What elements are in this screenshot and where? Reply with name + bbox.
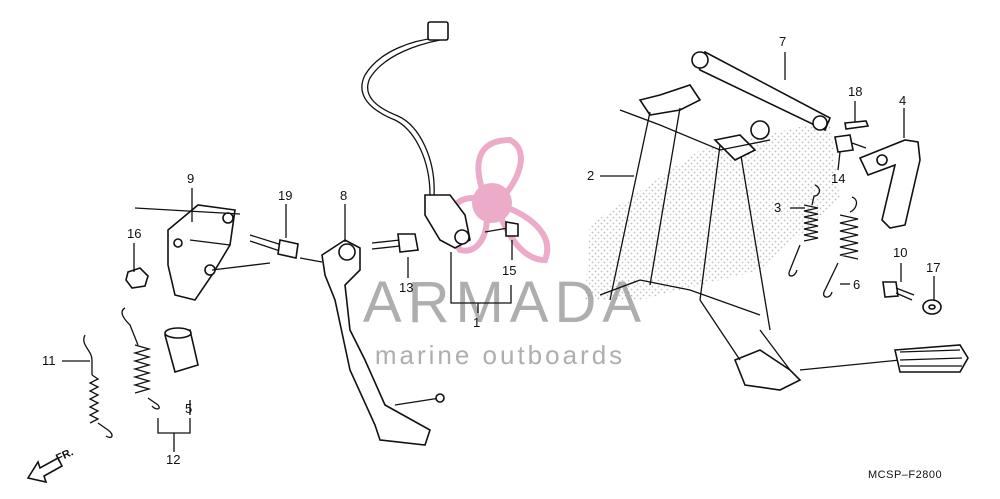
plate-part-4 (858, 139, 921, 229)
diagram-code: MCSP–F2800 (868, 469, 942, 481)
callout-6: 6 (853, 277, 860, 292)
callout-17: 17 (926, 260, 940, 275)
bolt-part-13 (371, 233, 419, 253)
callout-13: 13 (399, 280, 413, 295)
spring-part-11 (83, 334, 113, 439)
spring-part-12 (121, 307, 160, 410)
main-stand-part (599, 51, 969, 391)
callout-5: 5 (185, 401, 192, 416)
direction-label: FR. (54, 446, 75, 464)
callout-19: 19 (278, 188, 292, 203)
spring-part-3 (788, 184, 821, 277)
collar-part-5 (164, 327, 199, 374)
spring-part-6 (823, 196, 859, 298)
callout-12: 12 (166, 452, 180, 467)
bolt-part-19 (249, 234, 299, 259)
callout-2: 2 (587, 168, 594, 183)
washer-part-17 (922, 299, 942, 315)
callout-18: 18 (848, 84, 862, 99)
bracket-part (167, 204, 236, 301)
callout-4: 4 (899, 93, 906, 108)
bolt-part-10 (882, 281, 915, 301)
callout-11: 11 (42, 353, 56, 368)
callout-9: 9 (187, 171, 194, 186)
bolt-part-14 (834, 134, 867, 153)
callout-3: 3 (774, 200, 781, 215)
callout-16: 16 (127, 226, 141, 241)
callout-7: 7 (779, 34, 786, 49)
screw-part-15 (484, 221, 519, 237)
dotted-background-shape (585, 120, 840, 300)
side-stand-part (321, 239, 445, 446)
direction-arrow-icon (26, 456, 64, 484)
propeller-icon (446, 136, 551, 264)
nut-part-16 (125, 267, 149, 289)
pin-part-18 (844, 120, 870, 130)
side-stand-switch-part (361, 21, 471, 249)
leader-lines (62, 52, 935, 452)
callout-10: 10 (893, 245, 907, 260)
callout-labels: 1 2 3 4 5 6 7 8 9 10 11 12 13 14 15 16 1… (42, 34, 940, 467)
callout-8: 8 (340, 188, 347, 203)
front-direction-arrow: FR. (26, 446, 75, 484)
watermark-tagline: marine outboards (375, 340, 625, 370)
callout-1: 1 (473, 315, 480, 330)
callout-15: 15 (502, 263, 516, 278)
callout-14: 14 (831, 171, 845, 186)
